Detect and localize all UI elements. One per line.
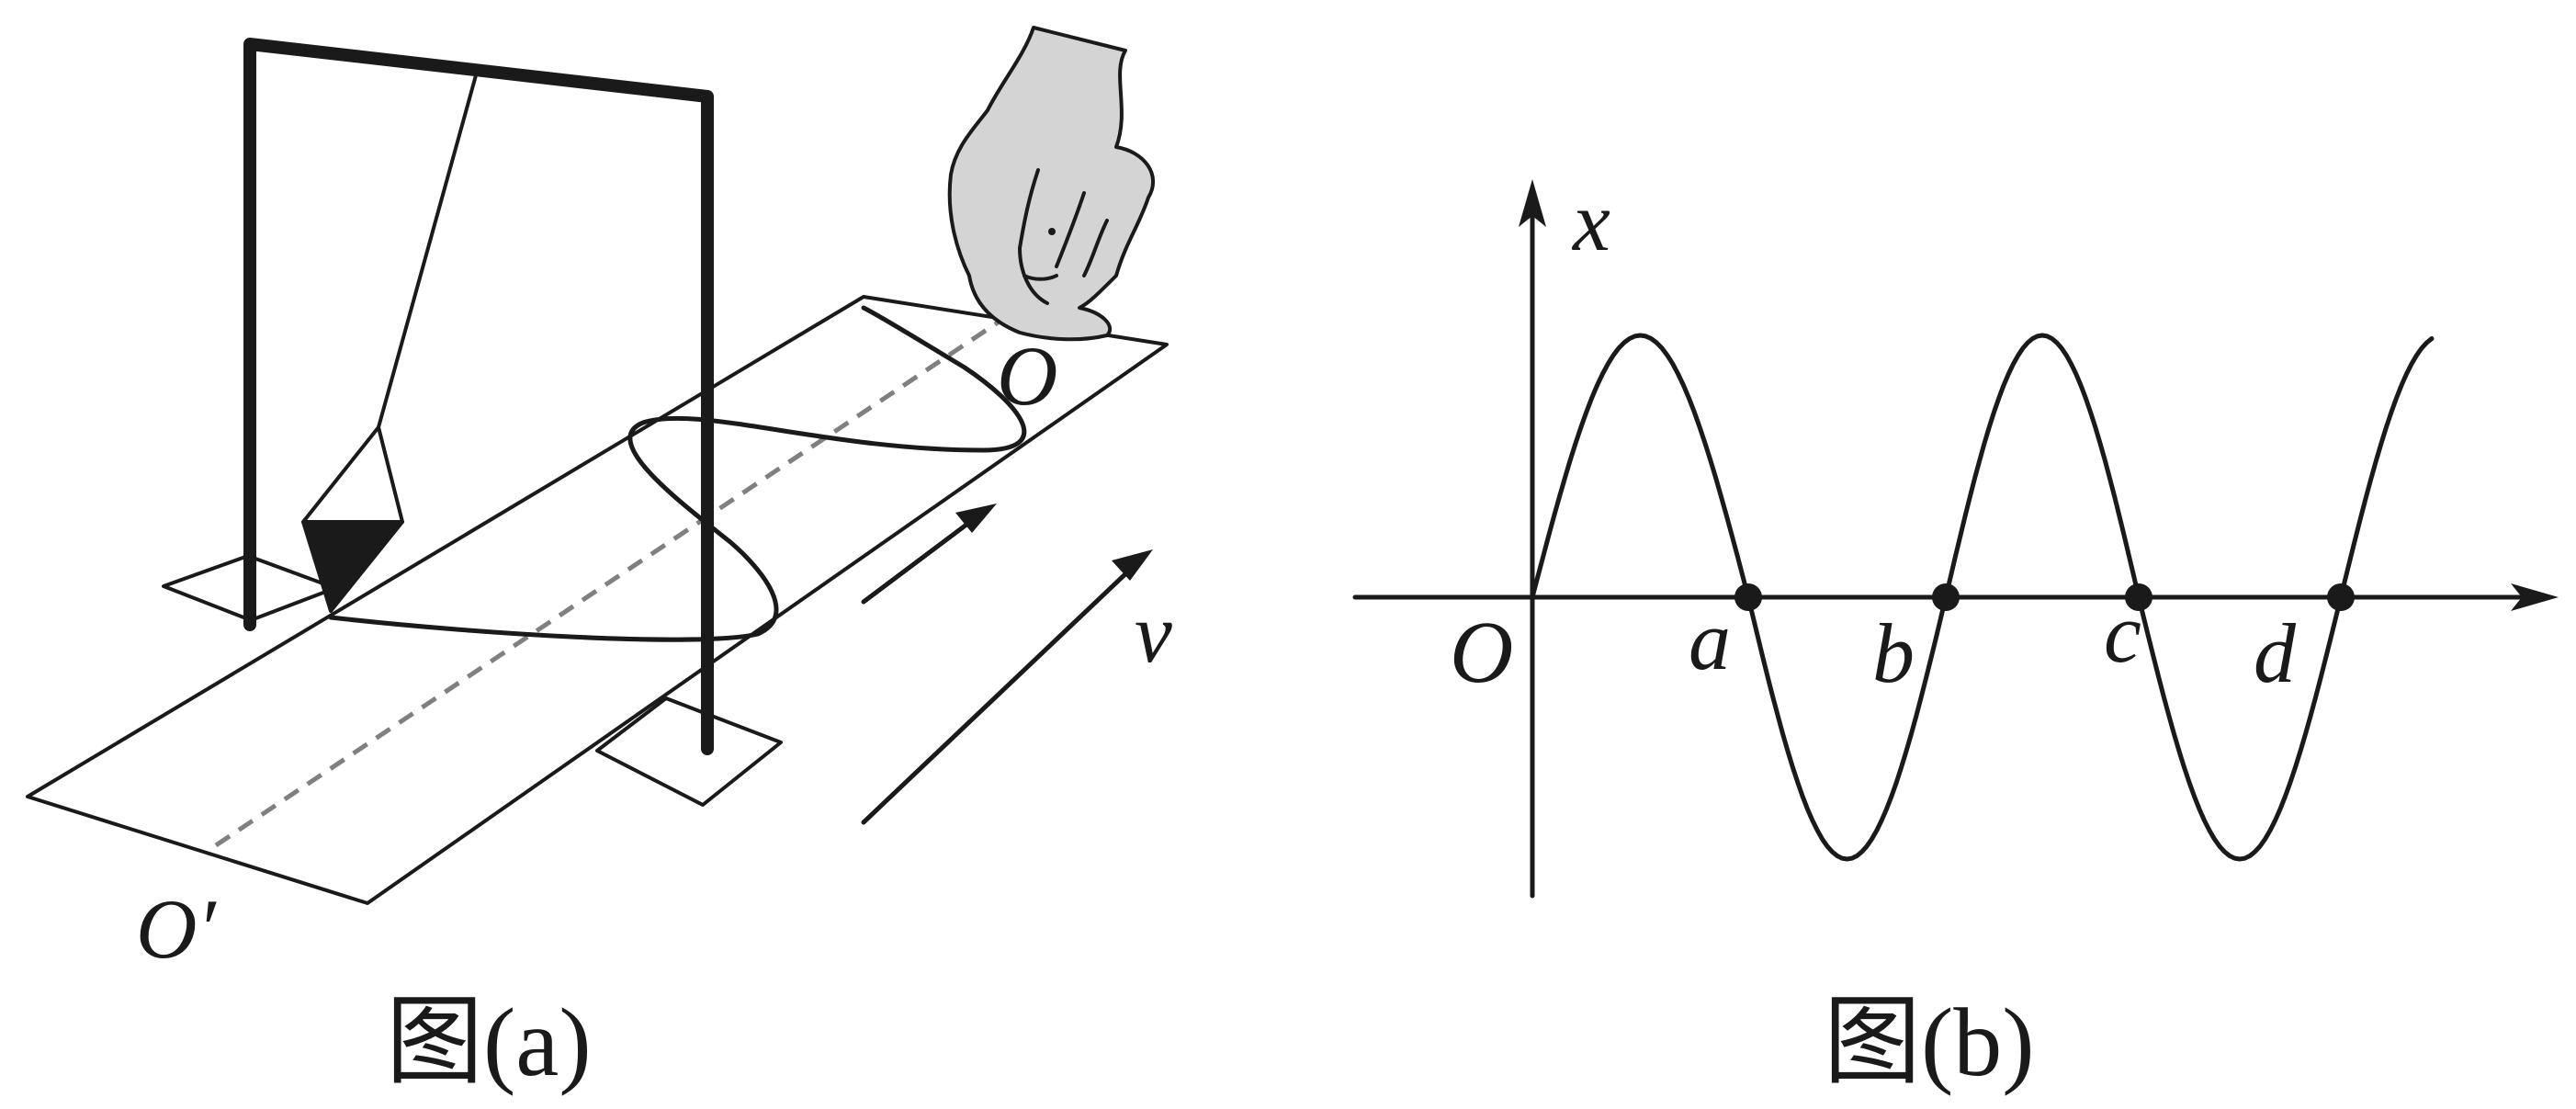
short-arrow-shaft xyxy=(861,516,977,605)
origin-label: O xyxy=(1450,603,1513,701)
point-label-a: a xyxy=(1689,594,1731,687)
crossing-point-d xyxy=(2327,583,2355,611)
finger-detail xyxy=(1018,168,1109,305)
caption-a: 图(a) xyxy=(386,989,592,1096)
suspension-string xyxy=(377,74,478,429)
funnel-strings xyxy=(301,425,404,524)
hand-shape xyxy=(947,26,1155,342)
horizontal-axis-arrowhead xyxy=(2511,583,2559,611)
crossing-point-a xyxy=(1734,583,1762,611)
traced-curve xyxy=(328,305,1027,642)
vertical-axis-arrowhead xyxy=(1519,179,1546,227)
right-base-plate xyxy=(595,696,783,807)
figure-a: O O′ v 图(a) xyxy=(26,26,1172,1096)
point-label-b: b xyxy=(1872,606,1915,700)
velocity-arrows xyxy=(861,504,1153,825)
crossing-points: a b c d xyxy=(1689,583,2355,700)
long-arrow-shaft xyxy=(861,567,1133,825)
center-dashed-line xyxy=(214,314,1008,848)
paper-strip xyxy=(26,295,1169,905)
short-arrow-head xyxy=(955,504,997,533)
fingernail-mark xyxy=(1048,228,1056,235)
hand-illustration xyxy=(947,26,1155,342)
crossing-point-b xyxy=(1932,583,1960,611)
label-o: O xyxy=(997,329,1057,423)
support-frame xyxy=(243,38,714,755)
sine-curve xyxy=(1530,333,2435,862)
long-arrow-head xyxy=(1112,549,1153,581)
funnel-bob xyxy=(301,520,404,613)
point-label-c: c xyxy=(2104,586,2141,680)
figure-b: a b c d x O 图(b) xyxy=(1352,175,2559,1096)
crossing-point-c xyxy=(2125,583,2152,611)
label-o-prime: O′ xyxy=(136,882,217,976)
label-v: v xyxy=(1135,586,1172,680)
axis-label-x: x xyxy=(1571,175,1610,268)
point-label-d: d xyxy=(2254,606,2297,700)
caption-b: 图(b) xyxy=(1824,989,2035,1096)
